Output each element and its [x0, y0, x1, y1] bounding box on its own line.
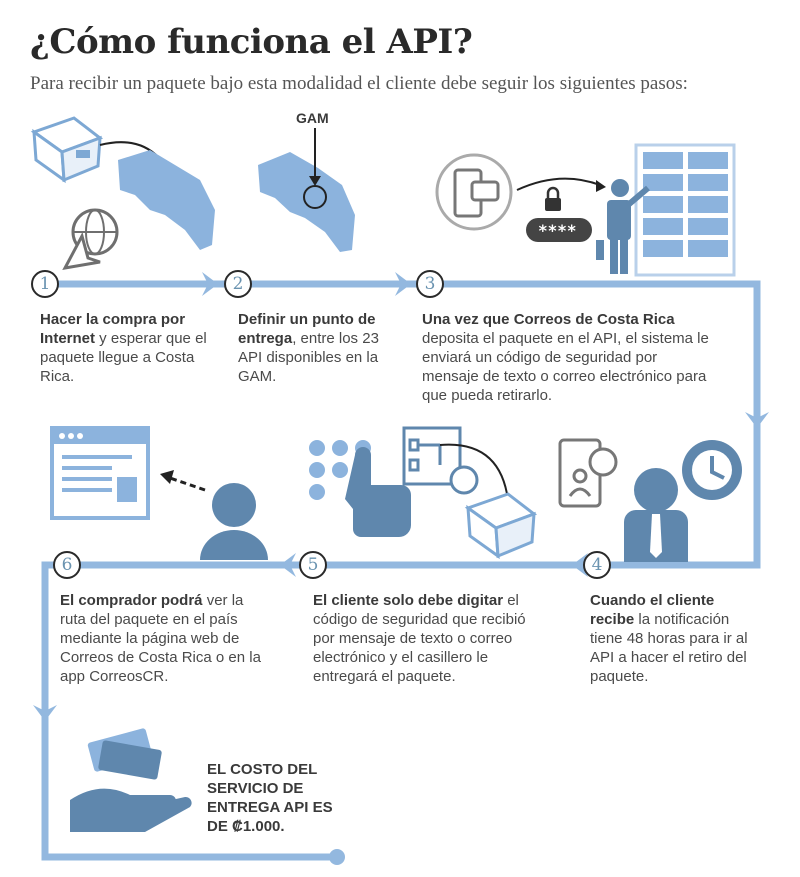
- hand-pointer-icon: [345, 447, 411, 537]
- costa-rica-map-icon: [118, 150, 215, 250]
- end-dot: [329, 849, 345, 865]
- step-6-bold: El comprador podrá: [60, 592, 203, 609]
- keypad-icon: [309, 440, 371, 500]
- globe-cursor-icon: [62, 208, 119, 270]
- user-avatar-icon: [200, 483, 268, 560]
- step-1-bold: Hacer la compra por Internet: [40, 311, 186, 347]
- arrow-down-icon: [33, 705, 57, 721]
- web-page-icon: [50, 426, 150, 520]
- step-5-text: El cliente solo debe digitar el código d…: [313, 591, 548, 686]
- gam-label: GAM: [296, 110, 329, 126]
- step-2-text: Definir un punto de entrega, entre los 2…: [238, 310, 398, 386]
- step-4-text: Cuando el cliente recibe la notificación…: [590, 591, 760, 686]
- phone-notification-icon: [558, 438, 618, 508]
- step-4-body: la notificación tiene 48 horas para ir a…: [590, 611, 748, 685]
- step-5-bold: El cliente solo debe digitar: [313, 592, 504, 609]
- arrow-right-icon: [202, 272, 218, 296]
- step-2-body: , entre los 23 API disponibles en la GAM…: [238, 330, 379, 385]
- password-mask: ****: [538, 221, 577, 240]
- step-number-3: 3: [416, 270, 444, 298]
- arrow-left-icon: [280, 553, 296, 577]
- arrow-right-icon: [395, 272, 411, 296]
- step-number-5: 5: [299, 551, 327, 579]
- step-3-text: Una vez que Correos de Costa Rica deposi…: [422, 310, 712, 405]
- step-1-text: Hacer la compra por Internet y esperar q…: [40, 310, 210, 386]
- gam-marker: [303, 185, 327, 209]
- step-3-bold: Una vez que Correos de Costa Rica: [422, 311, 675, 328]
- step-number-4: 4: [583, 551, 611, 579]
- arrow-down-icon: [745, 412, 769, 428]
- page-title: ¿Cómo funciona el API?: [30, 22, 473, 62]
- gear-clock-icon: [682, 440, 742, 500]
- businessman-icon: [624, 468, 688, 562]
- step-2-bold: Definir un punto de entrega: [238, 311, 376, 347]
- step-number-6: 6: [53, 551, 81, 579]
- step-6-body: ver la ruta del paquete en el país media…: [60, 592, 261, 685]
- package-icon: [464, 492, 538, 560]
- phone-message-icon: [435, 153, 513, 231]
- step-6-text: El comprador podrá ver la ruta del paque…: [60, 591, 265, 686]
- step-number-1: 1: [31, 270, 59, 298]
- person-icon: [596, 179, 650, 274]
- cost-note: EL COSTO DEL SERVICIO DE ENTREGA API ES …: [207, 761, 333, 835]
- step-4-bold: Cuando el cliente recibe: [590, 592, 715, 628]
- locker-wall-icon: [634, 143, 736, 277]
- page-subtitle: Para recibir un paquete bajo esta modali…: [30, 73, 688, 94]
- costa-rica-map-gam-icon: [258, 152, 355, 252]
- step-number-2: 2: [224, 270, 252, 298]
- package-icon: [30, 116, 104, 184]
- lock-icon: [545, 186, 561, 211]
- step-1-body: y esperar que el paquete llegue a Costa …: [40, 330, 207, 385]
- step-5-body: el código de seguridad que recibió por m…: [313, 592, 526, 685]
- password-field: [526, 218, 592, 242]
- money-hand-icon: [70, 728, 192, 832]
- locker-diagram-icon: [402, 426, 479, 495]
- step-3-body: deposita el paquete en el API, el sistem…: [422, 330, 709, 404]
